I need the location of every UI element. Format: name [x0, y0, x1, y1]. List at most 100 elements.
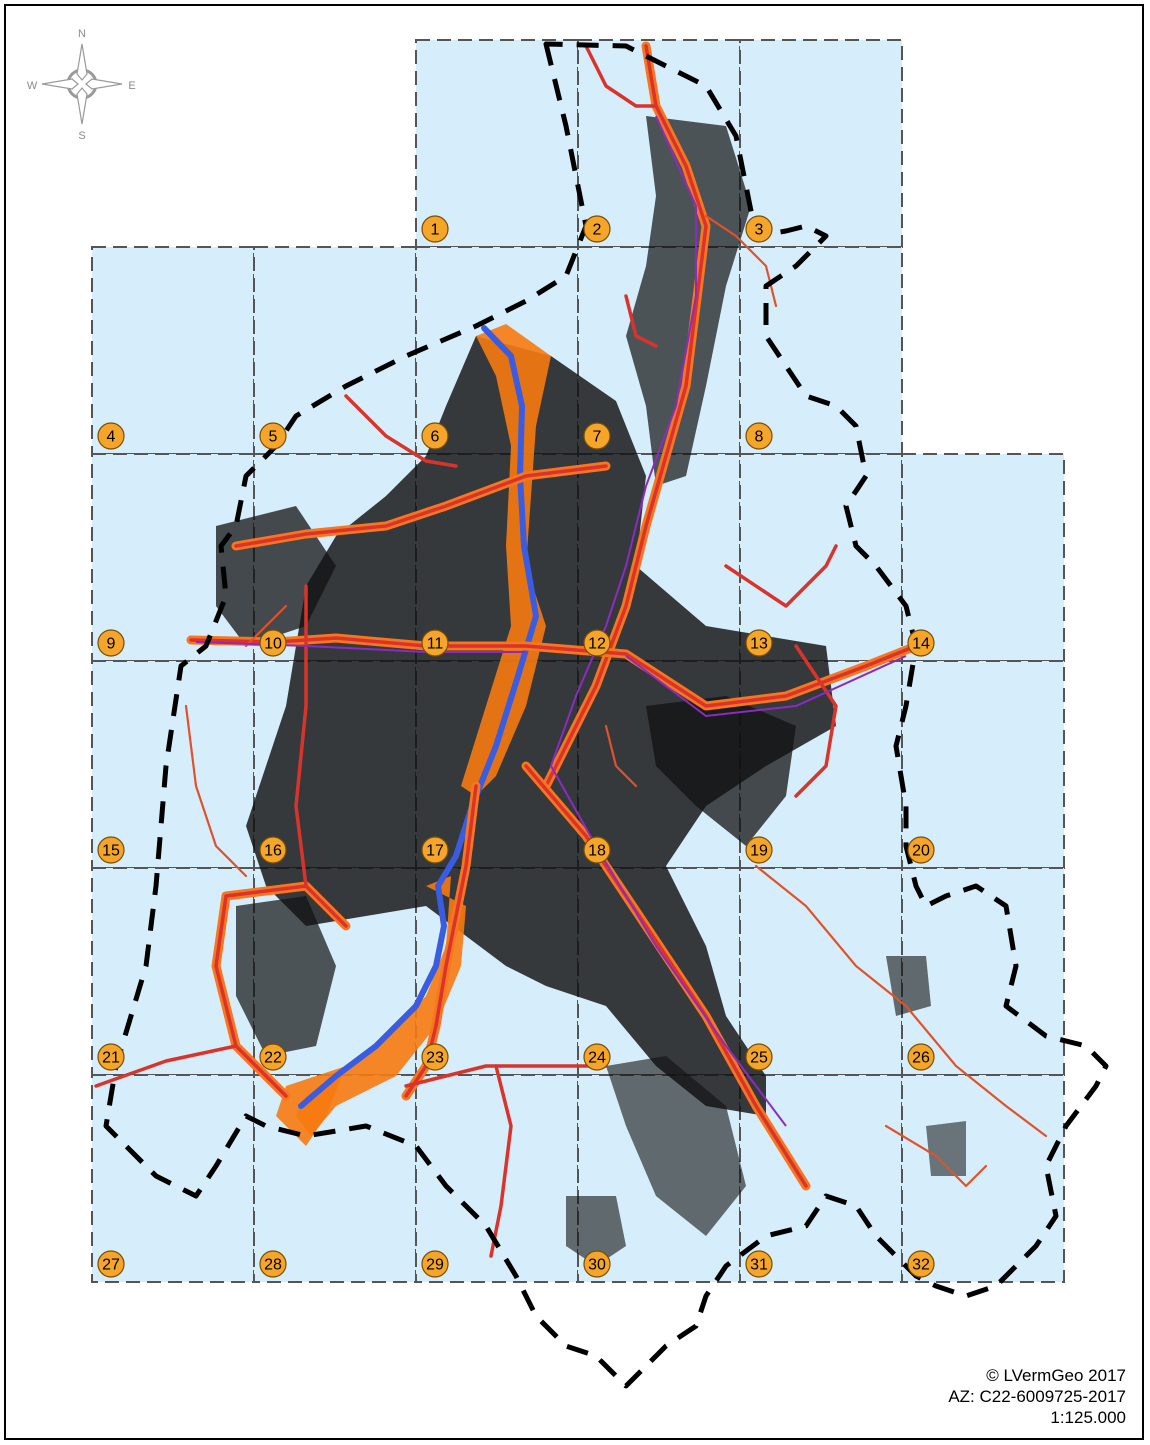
tile-badge-24: 24	[583, 1043, 611, 1071]
tile-badge-28: 28	[259, 1250, 287, 1278]
road-loop-south	[404, 1064, 608, 1088]
map-tile-27[interactable]	[91, 1074, 255, 1283]
tile-badge-2: 2	[583, 215, 611, 243]
map-scale: 1:125.000	[1050, 1408, 1126, 1427]
tile-number: 3	[755, 222, 764, 239]
tile-badge-23: 23	[421, 1043, 449, 1071]
road-northwest-arc	[344, 394, 458, 468]
tile-badge-19: 19	[745, 836, 773, 864]
tile-badge-18: 18	[583, 836, 611, 864]
river-floodplain-north	[461, 324, 551, 796]
tile-number: 29	[426, 1257, 444, 1274]
tile-badge-6: 6	[421, 422, 449, 450]
road-southeast-thin	[604, 724, 638, 788]
compass-west-label: W	[27, 80, 38, 92]
map-tile-25[interactable]	[739, 867, 903, 1076]
tile-badge-26: 26	[907, 1043, 935, 1071]
urban-southeast	[606, 1056, 746, 1236]
tile-badge-22: 22	[259, 1043, 287, 1071]
map-tile-4[interactable]	[91, 246, 255, 455]
tile-badge-3: 3	[745, 215, 773, 243]
copyright-text: © LVermGeo 2017	[986, 1366, 1126, 1385]
tile-badge-29: 29	[421, 1250, 449, 1278]
tile-badge-27: 27	[97, 1250, 125, 1278]
tile-number: 19	[750, 843, 768, 860]
tile-badge-11: 11	[421, 629, 449, 657]
compass-rose-icon: N S E W	[27, 28, 136, 142]
tile-number: 18	[588, 843, 606, 860]
tile-number: 13	[750, 636, 768, 653]
tile-number: 11	[427, 636, 444, 653]
urban-core	[246, 336, 836, 1116]
tile-number: 28	[264, 1257, 282, 1274]
municipal-boundary	[103, 41, 1109, 1389]
tile-number: 26	[912, 1050, 930, 1067]
road-north-loop	[584, 44, 658, 108]
tile-number: 6	[431, 429, 440, 446]
road-north-spur	[624, 294, 658, 348]
road-east-branch	[724, 544, 838, 608]
map-tile-13[interactable]	[739, 453, 903, 662]
road-west	[234, 464, 608, 548]
map-tile-3[interactable]	[739, 39, 903, 248]
tile-number: 24	[588, 1050, 606, 1067]
tile-number: 32	[912, 1257, 930, 1274]
road-network	[94, 41, 1048, 1258]
urban-southwest	[236, 896, 336, 1056]
tile-badge-7: 7	[583, 422, 611, 450]
railway-main	[549, 115, 787, 1127]
urban-south-village	[566, 1196, 626, 1266]
tile-number: 12	[588, 636, 606, 653]
tile-number: 20	[912, 843, 930, 860]
road-east-loop	[794, 644, 838, 798]
reference-number: AZ: C22-6009725-2017	[948, 1387, 1126, 1406]
tile-badge-17: 17	[421, 836, 449, 864]
tile-number: 21	[102, 1050, 120, 1067]
tile-badge-4: 4	[97, 422, 125, 450]
tile-badge-1: 1	[421, 215, 449, 243]
compass-east-label: E	[128, 80, 135, 92]
tile-badge-30: 30	[583, 1250, 611, 1278]
tile-number: 14	[912, 636, 930, 653]
map-tile-15[interactable]	[91, 660, 255, 869]
tile-number: 7	[593, 429, 602, 446]
map-tile-5[interactable]	[253, 246, 417, 455]
road-north-main	[544, 44, 708, 788]
road-southeast	[524, 764, 808, 1188]
tile-number: 30	[588, 1257, 606, 1274]
road-west-thin-2	[244, 604, 288, 648]
tile-number: 10	[264, 636, 282, 653]
tile-badge-12: 12	[583, 629, 611, 657]
tile-number: 1	[431, 222, 440, 239]
tile-number: 15	[102, 843, 120, 860]
road-south-spur	[489, 1064, 513, 1258]
road-northeast-ring	[704, 214, 778, 308]
tile-badge-25: 25	[745, 1043, 773, 1071]
tile-badge-15: 15	[97, 836, 125, 864]
map-tile-14[interactable]	[901, 453, 1065, 662]
tile-number: 27	[102, 1257, 120, 1274]
tile-number: 5	[269, 429, 278, 446]
urban-east	[646, 696, 796, 846]
tile-badge-5: 5	[259, 422, 287, 450]
railway-east	[625, 655, 907, 718]
railway-west	[195, 641, 526, 653]
tile-number: 9	[107, 636, 116, 653]
road-east-long	[754, 864, 1048, 1138]
map-tile-8[interactable]	[739, 246, 903, 455]
tile-badge-14: 14	[907, 629, 935, 657]
tile-number: 16	[264, 843, 282, 860]
map-tile-32[interactable]	[901, 1074, 1065, 1283]
road-west-thin-1	[184, 704, 248, 878]
urban-area	[216, 116, 966, 1266]
urban-far-east	[886, 956, 931, 1016]
tile-badge-32: 32	[907, 1250, 935, 1278]
map-tile-1[interactable]	[415, 39, 579, 248]
map-tile-20[interactable]	[901, 660, 1065, 869]
tile-number: 23	[426, 1050, 444, 1067]
urban-north	[626, 116, 751, 486]
road-southwest-ring	[214, 884, 348, 1098]
tile-number: 17	[426, 843, 444, 860]
